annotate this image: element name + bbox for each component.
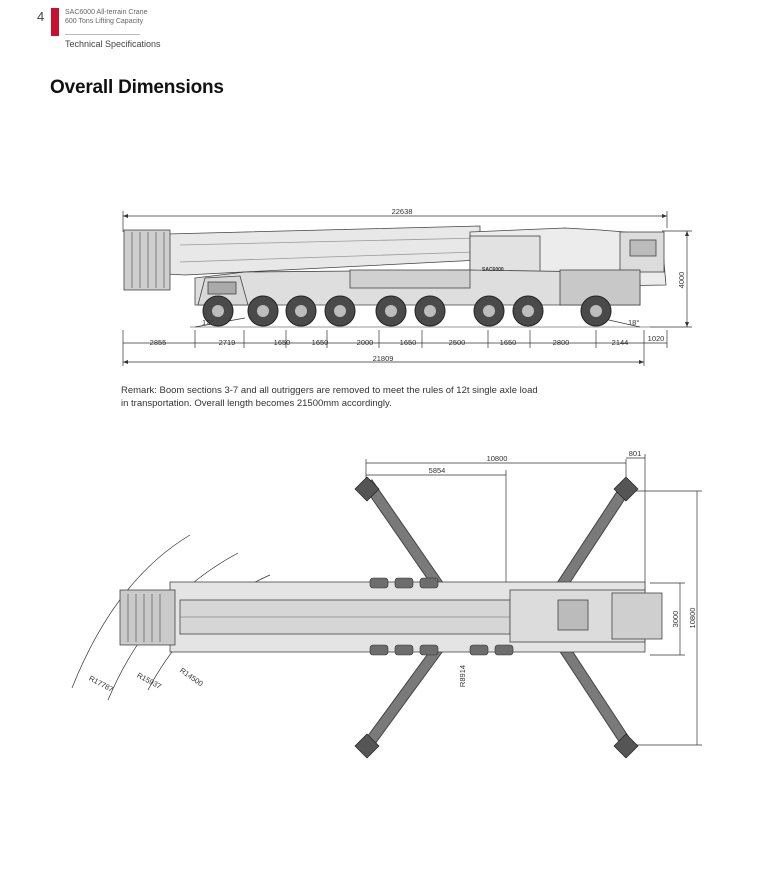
dim-overall-top: 22638 bbox=[392, 207, 413, 216]
dim-seg-1: 2855 bbox=[150, 338, 167, 347]
wheel-hub bbox=[385, 305, 397, 317]
dim-angle-front: 12° bbox=[202, 318, 213, 327]
section-label: Technical Specifications bbox=[65, 39, 161, 49]
dim-overall-bottom: 21809 bbox=[373, 354, 394, 363]
header-accent-bar bbox=[51, 8, 59, 36]
dim-width-transport: 3000 bbox=[671, 611, 680, 628]
dim-seg-10: 2144 bbox=[612, 338, 629, 347]
wheel-hub bbox=[212, 305, 224, 317]
dim-rear-offset: 801 bbox=[629, 449, 642, 458]
product-capacity: 600 Tons Lifting Capacity bbox=[65, 18, 144, 25]
dim-seg-9: 2800 bbox=[553, 338, 570, 347]
wheel-hub bbox=[295, 305, 307, 317]
dim-radius-3: R14500 bbox=[178, 666, 205, 688]
wheel-hub bbox=[483, 305, 495, 317]
dim-seg-2: 2719 bbox=[219, 338, 236, 347]
header-divider bbox=[65, 34, 140, 35]
wheel-hub bbox=[590, 305, 602, 317]
dim-seg-3: 1650 bbox=[274, 338, 291, 347]
wheel-hub bbox=[257, 305, 269, 317]
dim-radius-tail: R8914 bbox=[458, 665, 467, 687]
dim-seg-8: 1650 bbox=[500, 338, 517, 347]
wheel-hub bbox=[522, 305, 534, 317]
dim-seg-6: 1650 bbox=[400, 338, 417, 347]
page-title: Overall Dimensions bbox=[50, 77, 224, 98]
dim-seg-5: 2000 bbox=[357, 338, 374, 347]
dim-seg-4: 1650 bbox=[312, 338, 329, 347]
dim-half-length: 5854 bbox=[429, 466, 446, 475]
side-wheels bbox=[202, 295, 612, 327]
dim-rear-overhang: 1020 bbox=[648, 334, 665, 343]
page-number: 4 bbox=[37, 9, 45, 24]
product-name: SAC6000 All-terrain Crane bbox=[65, 9, 148, 16]
top-view-drawing bbox=[71, 454, 702, 759]
dim-angle-rear: 18° bbox=[628, 318, 639, 327]
wheel-hub bbox=[424, 305, 436, 317]
dim-height: 4000 bbox=[677, 272, 686, 289]
dim-outrigger-span: 10800 bbox=[487, 454, 508, 463]
dim-width-outrigger: 10800 bbox=[688, 608, 697, 629]
dim-radius-1: R17787 bbox=[87, 674, 114, 694]
crane-brand-label: SAC6000 bbox=[482, 267, 504, 273]
dim-seg-7: 2500 bbox=[449, 338, 466, 347]
wheel-hub bbox=[334, 305, 346, 317]
remark-note: Remark: Boom sections 3-7 and all outrig… bbox=[121, 385, 538, 409]
